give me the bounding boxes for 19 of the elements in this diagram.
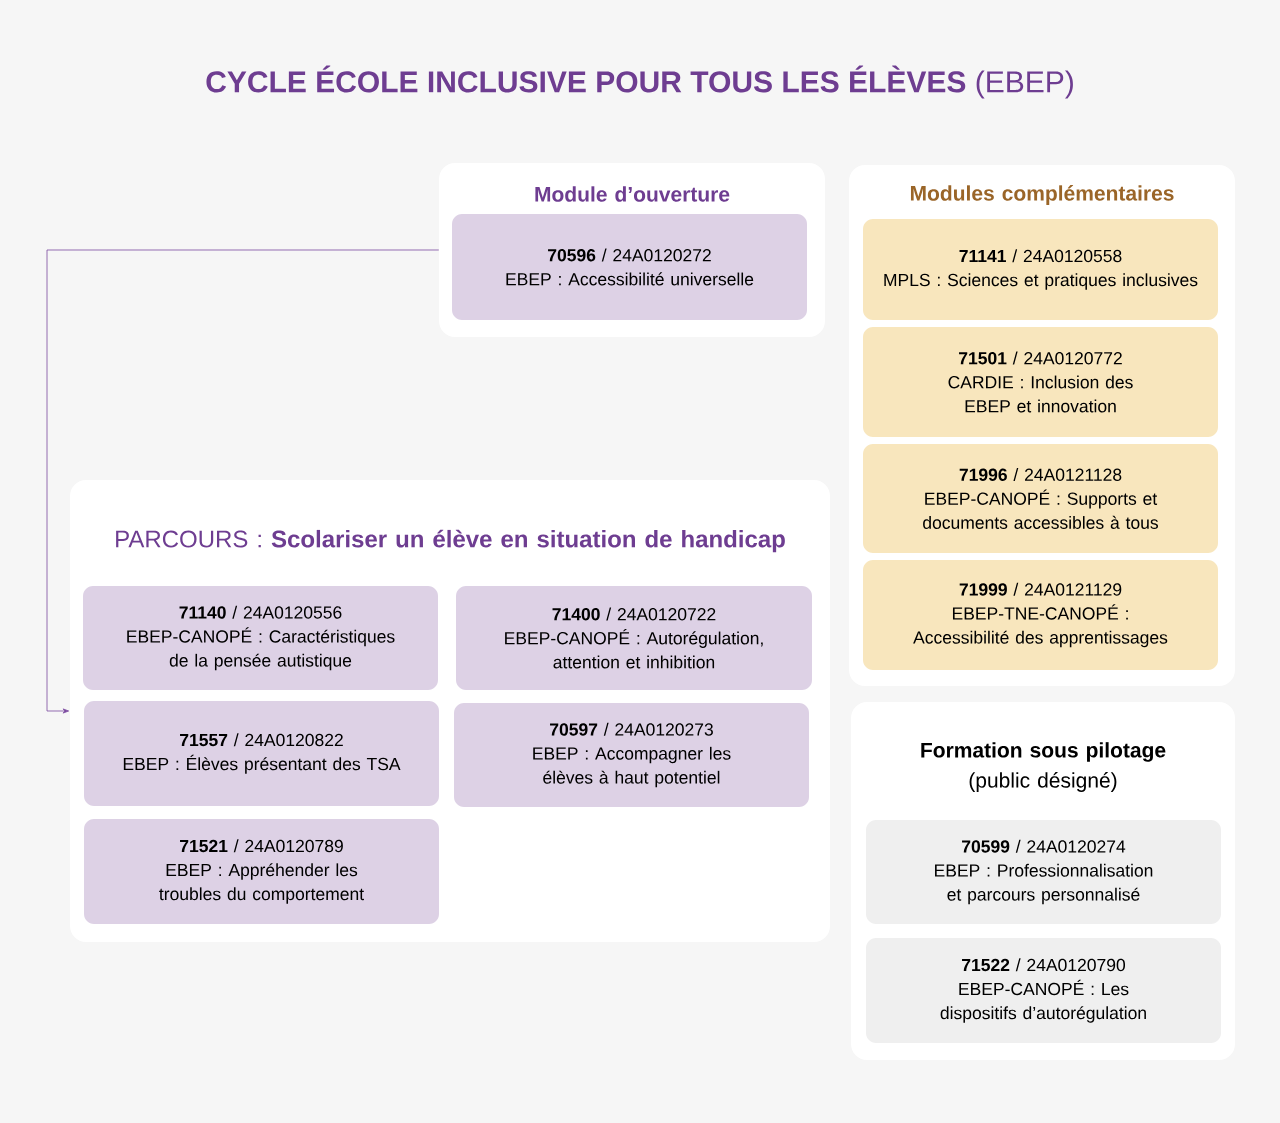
module-box: 71501 / 24A0120772 CARDIE : Inclusion des EBEP et innovation — [863, 327, 1218, 437]
panel-heading: Formation sous pilotage — [921, 742, 1166, 762]
title: CYCLE ÉCOLE INCLUSIVE POUR TOUS LES ÉLÈVES (EBEP) — [206, 65, 1073, 99]
module-box: 71521 / 24A0120789 EBEP : Appréhender les troubles du comportement — [84, 819, 439, 924]
module-box: 71999 / 24A0121129 EBEP-TNE-CANOPÉ : Accessibilité des apprentissages — [863, 560, 1218, 670]
panel-heading: (public désigné) — [969, 772, 1117, 792]
module-box: 70599 / 24A0120274 EBEP : Professionnalisation et parcours personnalisé — [866, 820, 1221, 924]
module-box: 71400 / 24A0120722 EBEP-CANOPÉ : Autorégulation, attention et inhibition — [456, 586, 812, 690]
module-box: 71141 / 24A0120558 MPLS : Sciences et pratiques inclusives — [863, 219, 1218, 320]
module-box: 71557 / 24A0120822 EBEP : Élèves présentant des TSA — [84, 701, 439, 806]
module-box: 71522 / 24A0120790 EBEP-CANOPÉ : Les dispositifs d’autorégulation — [866, 938, 1221, 1043]
module-box: 71996 / 24A0121128 EBEP-CANOPÉ : Supports et documents accessibles à tous — [863, 444, 1218, 553]
module-box: 70597 / 24A0120273 EBEP : Accompagner les élèves à haut potentiel — [454, 703, 809, 807]
panel-heading: PARCOURS : Scolariser un élève en situation de handicap — [116, 529, 785, 553]
module-box: 71140 / 24A0120556 EBEP-CANOPÉ : Caractéristiques de la pensée autistique — [83, 586, 438, 690]
panel-heading: Module d’ouverture — [535, 186, 730, 202]
panel-heading: Modules complémentaires — [910, 185, 1174, 205]
module-box: 70596 / 24A0120272 EBEP : Accessibilité universelle — [452, 214, 807, 320]
connector-arrow — [46, 249, 440, 714]
